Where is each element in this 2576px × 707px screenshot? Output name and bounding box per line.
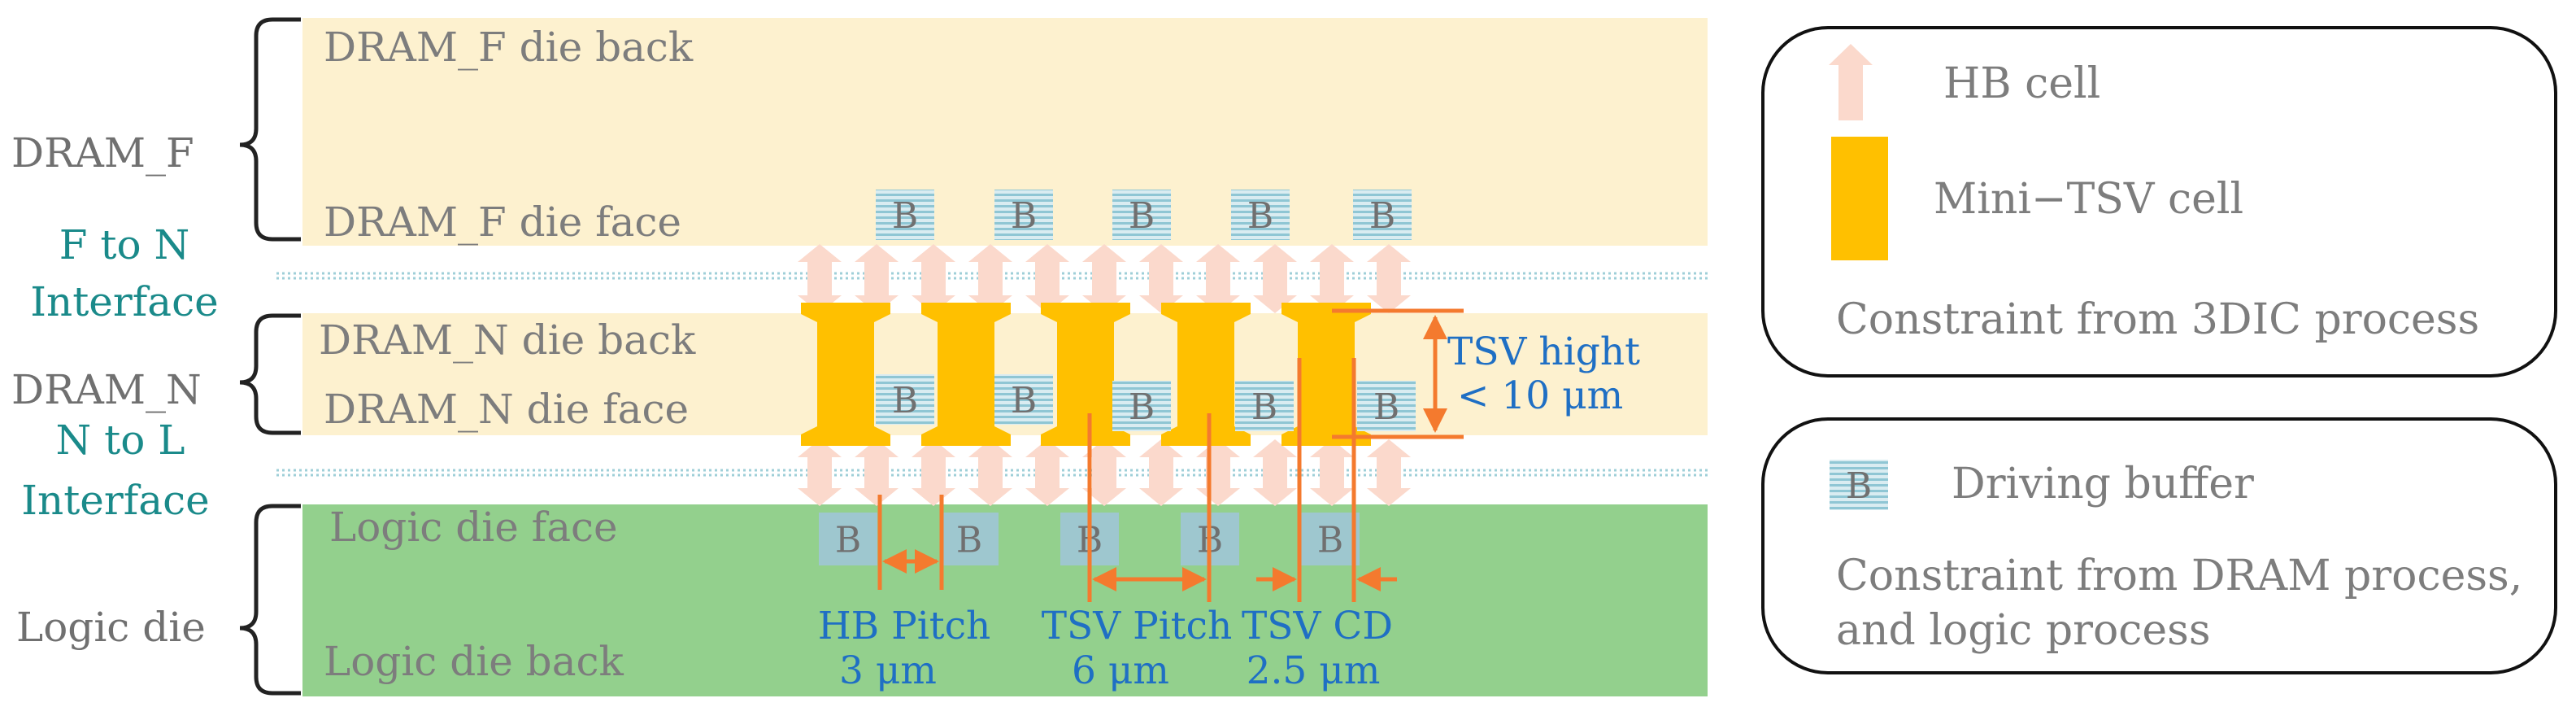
hb-cell [1310, 439, 1354, 506]
driving-buffer-letter: B [1129, 386, 1155, 428]
layer-logic-face: Logic die face [329, 504, 618, 551]
hb-cell [1253, 439, 1297, 506]
driving-buffer [1353, 190, 1412, 240]
driving-buffer-letter: B [1373, 386, 1399, 428]
driving-buffer [1112, 190, 1171, 240]
driving-buffer-letter: B [835, 520, 861, 561]
driving-buffer-letter: B [1011, 380, 1037, 421]
legend-3dic-constraint: Constraint from 3DIC process [1836, 295, 2479, 344]
hb-cell-legend-icon [1829, 44, 1873, 120]
tsv-height-label-2: < 10 μm [1457, 373, 1623, 418]
driving-buffer [940, 513, 999, 565]
driving-buffer [1357, 381, 1416, 431]
label-dram-f: DRAM_F [11, 129, 194, 177]
label-logic-die: Logic die [16, 604, 206, 651]
driving-buffer-letter: B [1129, 195, 1155, 237]
hb-cell [968, 244, 1012, 313]
tsv-cd-label-1: TSV CD [1242, 604, 1393, 648]
hb-cell [1025, 439, 1069, 506]
hb-cells-top-row [798, 244, 1411, 313]
driving-buffer-letter: B [1369, 195, 1395, 237]
brace-logic-die [239, 504, 301, 696]
mini-tsv-cells [801, 303, 1371, 446]
hb-cell [1025, 244, 1069, 313]
hb-pitch-label-2: 3 μm [839, 648, 937, 693]
dimension-lines [877, 308, 1464, 602]
driving-buffer-legend-letter: B [1846, 465, 1872, 507]
left-braces [239, 17, 301, 696]
layer-dram-f-back: DRAM_F die back [324, 24, 694, 71]
mini-tsv-cell [1281, 303, 1371, 446]
hb-cell [1367, 439, 1411, 506]
driving-buffer [1231, 190, 1290, 240]
tsv-height-label-1: TSV hight [1447, 329, 1640, 374]
tsv-pitch-label-1: TSV Pitch [1042, 604, 1233, 648]
hb-cell [1139, 244, 1183, 313]
label-f-to-n-2: Interface [30, 278, 218, 325]
legend-dram-logic: B Driving buffer Constraint from DRAM pr… [1761, 417, 2557, 674]
driving-buffer-letter: B [1011, 195, 1037, 237]
mini-tsv-cell [801, 303, 890, 446]
mini-tsv-cell [1161, 303, 1251, 446]
layer-dram-n-back: DRAM_N die back [319, 316, 696, 364]
driving-buffer-legend-icon [1830, 460, 1888, 510]
mini-tsv-cell [1041, 303, 1130, 446]
logic-die-band [302, 504, 1708, 696]
hb-cell [798, 439, 842, 506]
hb-cell [1253, 244, 1297, 313]
brace-dram-n [239, 313, 301, 435]
hb-cell [1139, 439, 1183, 506]
legend-3dic: HB cell Mini−TSV cell Constraint from 3D… [1761, 26, 2557, 378]
tsv-cd-label-2: 2.5 μm [1247, 648, 1381, 693]
mini-tsv-legend-icon [1831, 137, 1888, 260]
hb-cell [798, 244, 842, 313]
driving-buffer [1301, 513, 1360, 565]
hb-cell [855, 244, 899, 313]
driving-buffer [819, 513, 877, 565]
legend-dram-logic-frame [1761, 417, 2557, 674]
driving-buffer-letter: B [1247, 195, 1273, 237]
legend-mini-tsv-label: Mini−TSV cell [1934, 175, 2243, 224]
legend-driving-buffer-label: Driving buffer [1952, 460, 2254, 508]
driving-buffer [1112, 381, 1171, 431]
driving-buffer [1235, 381, 1294, 431]
mini-tsv-cell [921, 303, 1011, 446]
hb-cell [912, 244, 955, 313]
layer-logic-back: Logic die back [324, 638, 624, 685]
label-f-to-n-1: F to N [59, 221, 189, 268]
hb-cells-bottom-row [798, 439, 1411, 506]
hb-cell [1082, 439, 1126, 506]
hb-cell [1082, 244, 1126, 313]
driving-buffer-letter: B [1317, 520, 1343, 561]
hb-cell [1367, 244, 1411, 313]
driving-buffer-letter: B [892, 195, 918, 237]
hb-cell [968, 439, 1012, 506]
driving-buffer [876, 190, 934, 240]
tsv-pitch-label-2: 6 μm [1072, 648, 1169, 693]
hb-cell [912, 439, 955, 506]
hb-cell [1310, 244, 1354, 313]
layer-dram-n-face: DRAM_N die face [324, 386, 689, 433]
legend-hb-cell-label: HB cell [1943, 59, 2100, 108]
legend-dram-logic-constraint-2: and logic process [1836, 606, 2211, 655]
driving-buffer [994, 374, 1053, 425]
brace-dram-f [239, 17, 301, 242]
label-dram-n: DRAM_N [11, 366, 202, 413]
hb-cell [855, 439, 899, 506]
driving-buffer-letter: B [1251, 386, 1277, 428]
hb-cell [1196, 439, 1240, 506]
label-n-to-l-2: Interface [21, 477, 209, 524]
hb-pitch-label-1: HB Pitch [818, 604, 991, 648]
driving-buffer [994, 190, 1053, 240]
label-n-to-l-1: N to L [56, 417, 185, 464]
driving-buffer [876, 374, 934, 425]
driving-buffer-letter: B [892, 380, 918, 421]
hb-cell [1196, 244, 1240, 313]
layer-dram-f-face: DRAM_F die face [324, 199, 681, 246]
driving-buffer-letter: B [956, 520, 982, 561]
legend-dram-logic-constraint-1: Constraint from DRAM process, [1836, 552, 2522, 600]
legend-3dic-frame [1761, 26, 2557, 378]
